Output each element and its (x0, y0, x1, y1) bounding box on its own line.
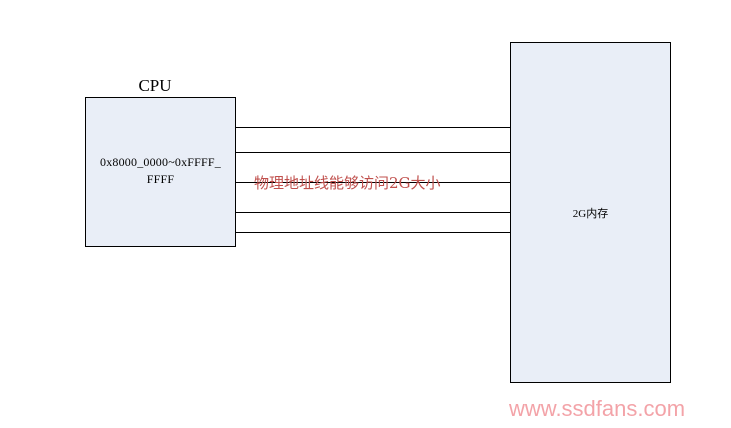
address-bus-line (236, 152, 510, 153)
memory-box (510, 42, 671, 383)
cpu-address-range-line2: FFFF (146, 172, 175, 186)
cpu-title: CPU (138, 76, 172, 95)
cpu-address-range-line1: 0x8000_0000~0xFFFF_ (100, 155, 221, 169)
cpu-address-range: 0x8000_0000~0xFFFF_ FFFF (86, 154, 235, 188)
memory-label: 2G内存 (572, 208, 609, 220)
address-bus-line (236, 182, 510, 183)
watermark: www.ssdfans.com (509, 396, 686, 421)
address-bus-line (236, 127, 510, 128)
bus-annotation: 物理地址线能够访问2G大小 (254, 174, 441, 192)
address-bus-line (236, 212, 510, 213)
address-bus-line (236, 232, 510, 233)
cpu-box (85, 97, 236, 247)
